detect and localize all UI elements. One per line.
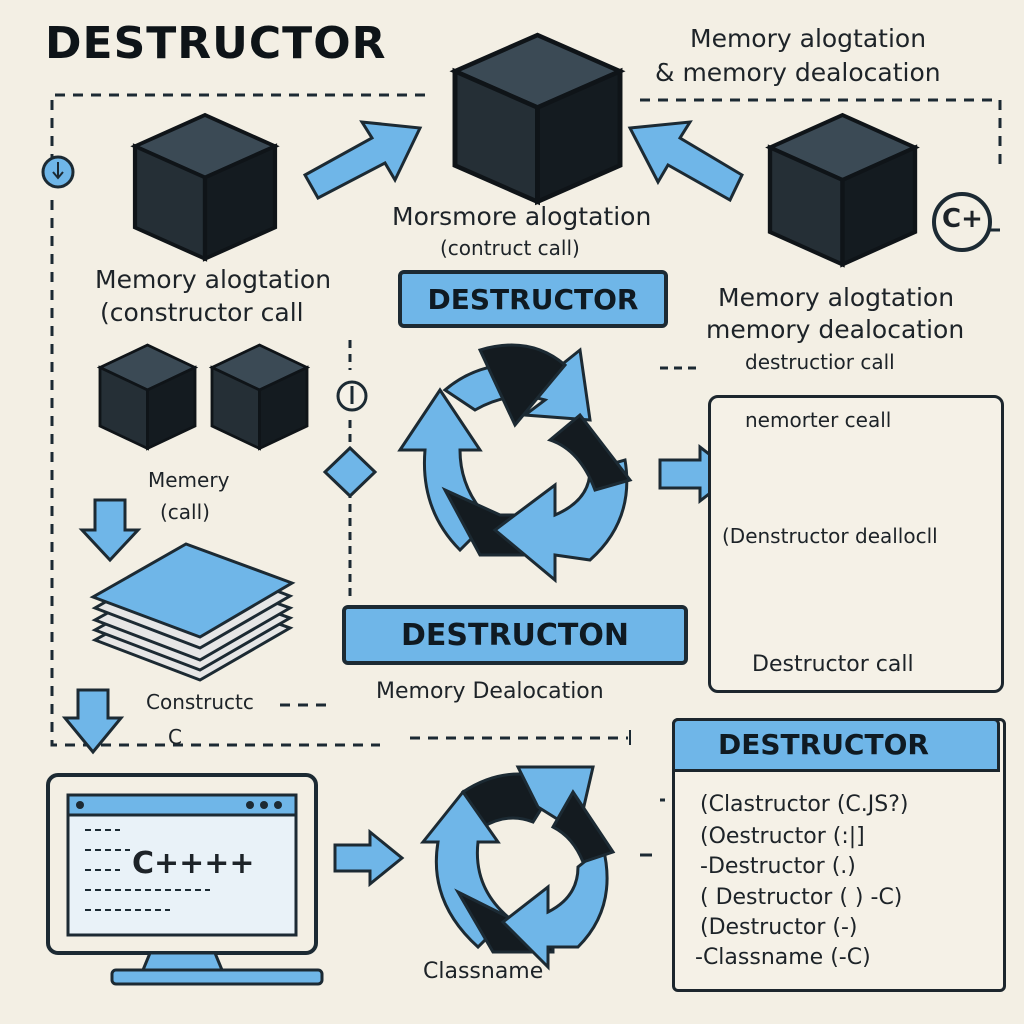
monitor-icon (46, 773, 324, 986)
right-panel (708, 395, 1004, 693)
left-cube-caption-2: (constructor call (100, 298, 304, 327)
center-cube-caption-2: (contruct call) (440, 236, 580, 260)
right-cube-caption-1: Memory alogtation (718, 283, 955, 312)
bottom-recycle-caption: Classname (423, 959, 544, 984)
screen-code: C++++ (132, 846, 255, 881)
code-panel-header-label: DESTRUCTOR (718, 728, 929, 761)
code-line: ( Destructor ( ) -C) (700, 885, 903, 910)
top-right-label-1: Memory alogtation (690, 24, 927, 53)
left-cube-caption-1: Memory alogtation (95, 265, 332, 294)
small-cubes-caption-1: Memery (148, 468, 230, 492)
cube-top-center (455, 35, 620, 202)
small-cubes-caption-2: (call) (160, 500, 210, 524)
destructon-badge-mid: DESTRUCTON (342, 605, 688, 665)
code-line: -Destructor (.) (700, 854, 856, 879)
stack-caption: Constructc (146, 690, 254, 714)
right-cube-caption-2: memory dealocation (706, 315, 965, 344)
recycle-icon (397, 343, 633, 584)
recycle-icon-bottom (419, 765, 616, 971)
code-line: (Clastructor (C.JS?) (700, 792, 909, 817)
code-line: (Oestructor (:|] (700, 824, 865, 849)
right-panel-title: nemorter ceall (745, 408, 892, 432)
cpp-logo-icon: C+ (942, 204, 983, 234)
destructor-badge-top: DESTRUCTOR (398, 270, 668, 328)
right-panel-row1-caption: (Denstructor deallocll (722, 524, 938, 548)
memory-dealocation-label: Memory Dealocation (376, 679, 604, 704)
code-line: (Destructor (-) (700, 915, 858, 940)
right-cube-caption-3: destructior call (745, 350, 895, 374)
center-cube-caption-1: Morsmore alogtation (392, 202, 652, 231)
code-line: -Classname (-C) (695, 945, 871, 970)
top-right-label-2: & memory dealocation (655, 58, 941, 87)
page-title: DESTRUCTOR (45, 18, 387, 69)
cube-top-right (770, 115, 915, 265)
stack-subcaption: C (168, 725, 182, 749)
code-panel-header (672, 718, 1000, 772)
cube-top-left (135, 115, 275, 259)
right-panel-row2-caption: Destructor call (752, 652, 914, 677)
destructon-badge-mid-label: DESTRUCTON (400, 617, 630, 653)
destructor-badge-top-label: DESTRUCTOR (427, 282, 639, 316)
stack-icon (89, 542, 296, 682)
